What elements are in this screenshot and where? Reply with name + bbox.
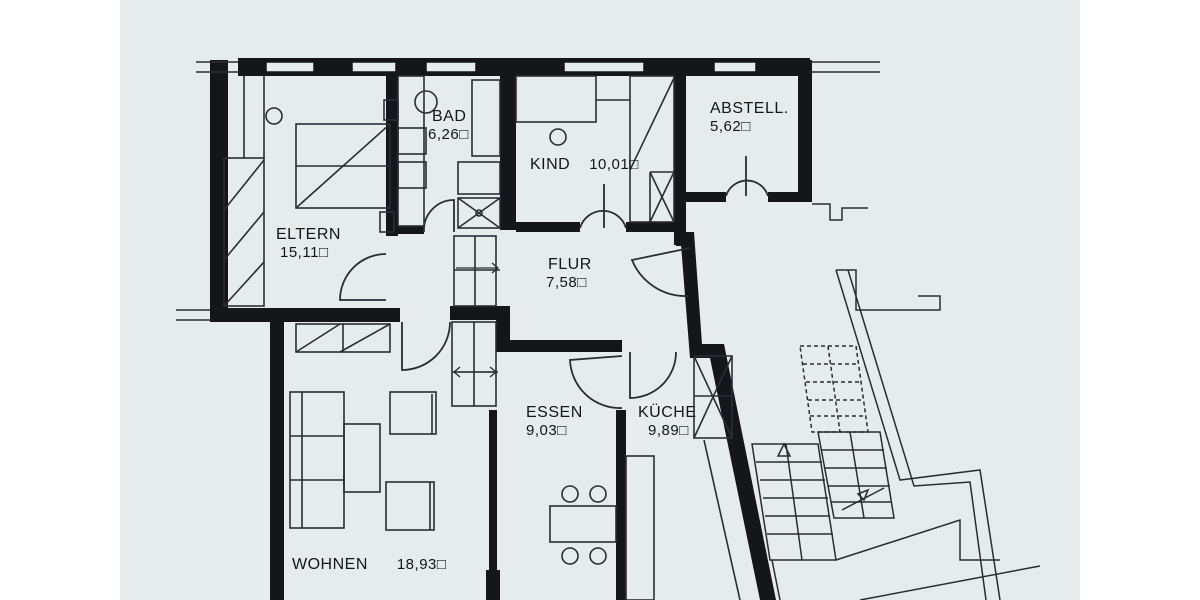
- door-abstell: [725, 179, 769, 197]
- wall-bad-kind: [500, 60, 516, 230]
- room-area: 6,26: [428, 126, 460, 143]
- wall-eltern-bad: [386, 60, 398, 236]
- wall-kueche-right: [680, 232, 776, 600]
- room-area: 9,03: [526, 422, 558, 439]
- door-kind: [579, 209, 627, 229]
- door-essen: [569, 355, 623, 409]
- wall-left-eltern: [210, 60, 228, 320]
- wall-essen-kueche: [616, 410, 626, 600]
- room-label-kueche: KÜCHE 9,89□: [638, 404, 697, 440]
- room-label-flur: FLUR 7,58□: [546, 256, 592, 292]
- door-eltern: [339, 253, 387, 301]
- area-unit: □: [436, 556, 447, 573]
- wall-kind-bottom: [516, 222, 580, 232]
- thin-lines: [176, 61, 1001, 600]
- door-flur-entry: [630, 247, 691, 297]
- windows: [265, 61, 757, 73]
- door-kueche: [629, 351, 677, 399]
- area-unit: □: [679, 422, 689, 439]
- room-area: 5,62: [710, 118, 742, 135]
- wall-flur-mid: [450, 306, 510, 320]
- wall-left-wohnen: [270, 320, 284, 600]
- room-area: 18,93: [396, 556, 437, 573]
- room-area: 10,01: [589, 156, 630, 173]
- doors: [339, 156, 769, 409]
- door-wohnen: [401, 321, 451, 371]
- wall-abstell-bottom-2: [768, 192, 812, 202]
- room-name: KÜCHE: [638, 404, 697, 421]
- furniture: [223, 75, 741, 600]
- room-name: ESSEN: [526, 404, 583, 421]
- room-area: 15,11: [280, 244, 319, 261]
- area-unit: □: [629, 156, 639, 173]
- room-name: ABSTELL.: [710, 100, 789, 117]
- room-label-eltern: ELTERN 15,11□: [276, 226, 341, 262]
- bathtub: [471, 79, 501, 157]
- area-unit: □: [459, 126, 469, 143]
- area-unit: □: [741, 118, 751, 135]
- floor-plan-sheet: ELTERN 15,11□ BAD 6,26□ KIND 10,01□ ABST…: [120, 0, 1080, 600]
- room-name: FLUR: [548, 256, 592, 273]
- kind-wardrobe: [629, 75, 675, 223]
- cupboard-arrows: [452, 262, 500, 378]
- wall-kind-bottom-2: [626, 222, 686, 232]
- area-unit: □: [577, 274, 587, 291]
- dining-table: [549, 505, 617, 543]
- wall-essen-top: [496, 340, 622, 352]
- wall-abstell-right: [798, 60, 812, 202]
- room-area: 9,89: [648, 422, 680, 439]
- wall-wohnen-essen: [489, 410, 497, 600]
- area-unit: □: [557, 422, 567, 439]
- room-label-bad: BAD 6,26□: [428, 108, 469, 144]
- room-name: BAD: [432, 108, 467, 125]
- wall-bad-bottom: [398, 226, 424, 234]
- staircase: [751, 345, 1041, 600]
- wall-kind-abstell: [674, 60, 686, 245]
- wall-abstell-bottom: [686, 192, 726, 202]
- room-name: ELTERN: [276, 226, 341, 243]
- area-unit: □: [318, 244, 329, 261]
- room-label-essen: ESSEN 9,03□: [526, 404, 583, 440]
- floor-plan-drawing: [176, 58, 1041, 600]
- door-bad: [423, 199, 455, 233]
- room-label-wohnen: WOHNEN 18,93□: [292, 556, 446, 574]
- room-name: WOHNEN: [292, 556, 368, 573]
- sofa: [289, 391, 345, 529]
- wall-eltern-bottom: [210, 308, 400, 322]
- room-label-kind: KIND 10,01□: [530, 156, 639, 174]
- room-label-abstell: ABSTELL. 5,62□: [710, 100, 789, 136]
- room-name: KIND: [530, 156, 571, 173]
- room-area: 7,58: [546, 274, 578, 291]
